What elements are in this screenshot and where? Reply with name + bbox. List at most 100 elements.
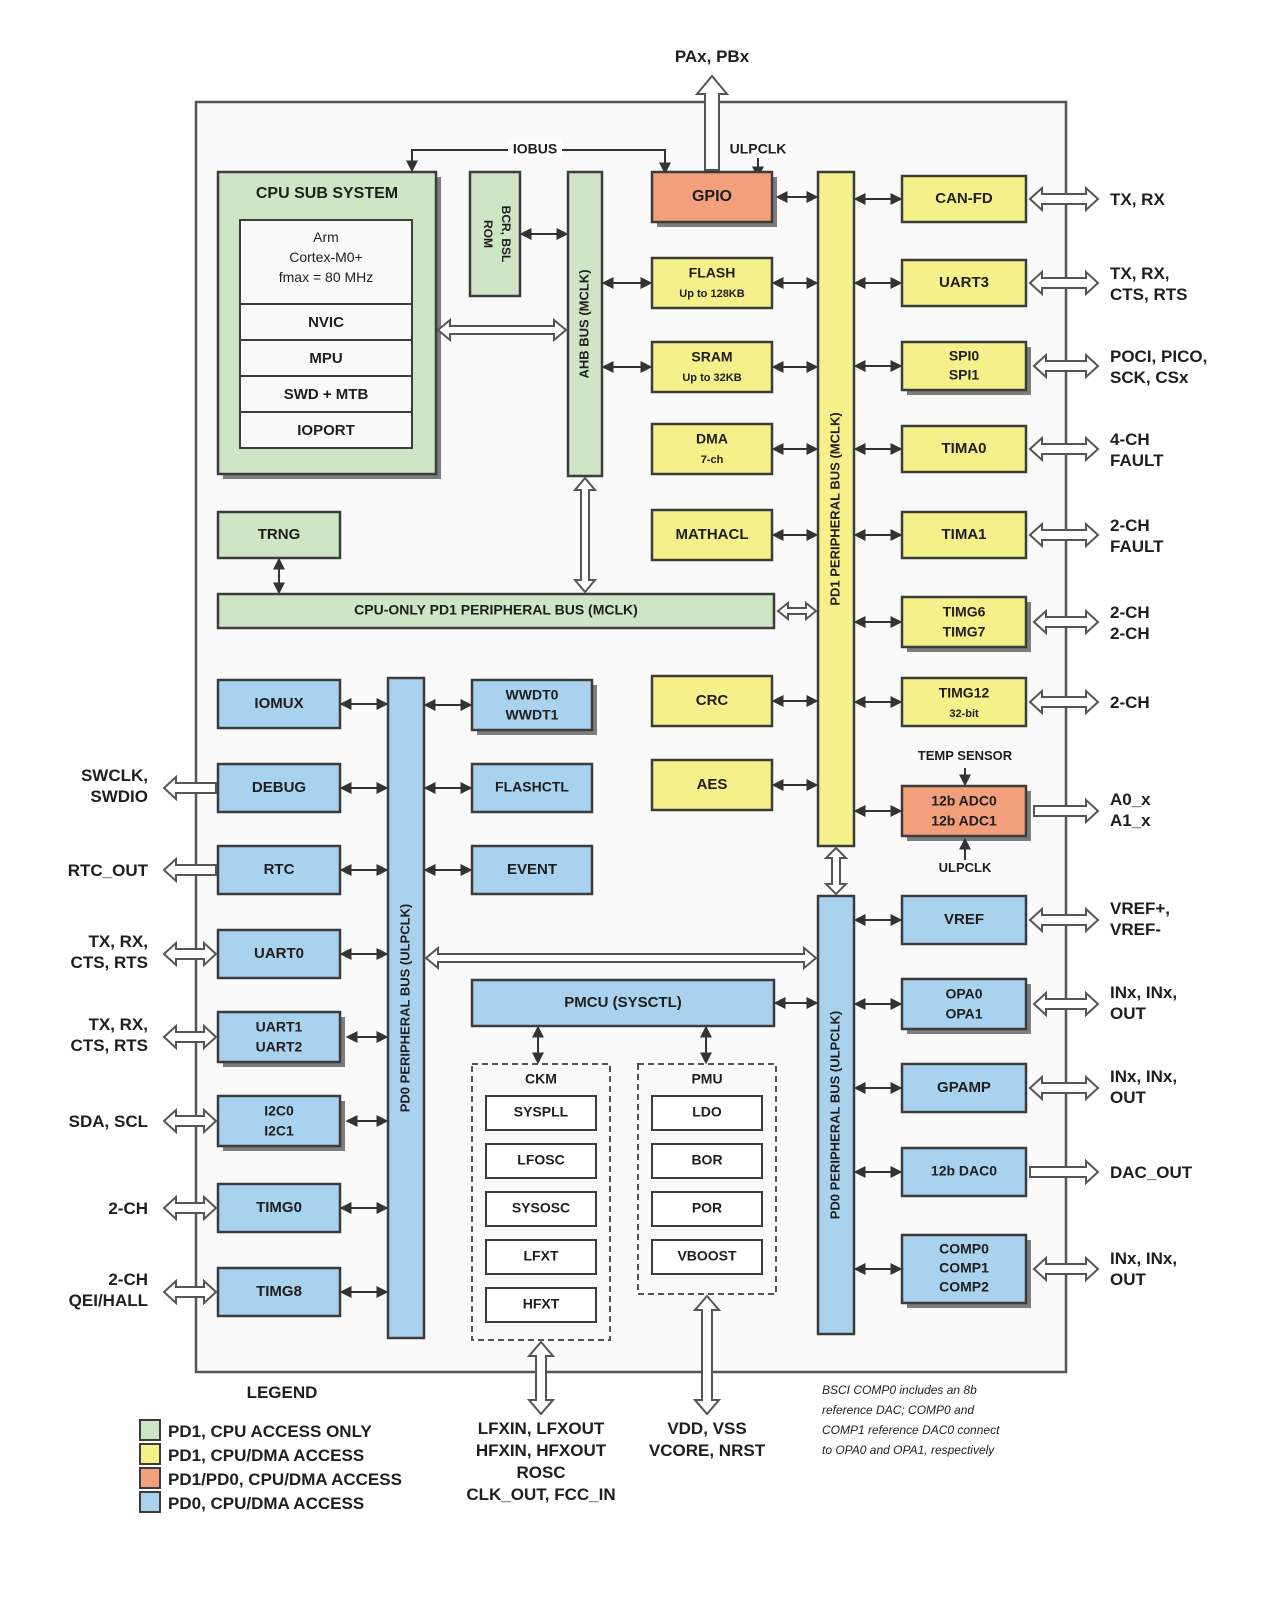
uart3-ext-2: CTS, RTS <box>1110 285 1187 304</box>
vref-block: VREF <box>900 894 1028 946</box>
tima0-ext-1: 4-CH <box>1110 430 1150 449</box>
comp1-label: COMP1 <box>939 1260 989 1276</box>
uart3-ext-arrow <box>1028 269 1100 297</box>
i2c-ext-arrow <box>162 1107 218 1135</box>
opa-ext-2: OUT <box>1110 1004 1147 1023</box>
i2c-ext: SDA, SCL <box>69 1112 148 1131</box>
ckm-title: CKM <box>525 1071 557 1087</box>
adc-ext-1: A0_x <box>1110 790 1151 809</box>
timg7-label: TIMG7 <box>943 624 986 640</box>
wwdt1-label: WWDT1 <box>506 707 559 723</box>
footnote-line1: BSCI COMP0 includes an 8b <box>822 1383 977 1397</box>
adc-ext-arrow <box>1033 797 1100 825</box>
dma-block: DMA 7-ch <box>650 422 774 476</box>
pd1-pd0-link <box>823 846 849 896</box>
gpamp-ext-1: INx, INx, <box>1110 1067 1177 1086</box>
timg0-ext-arrow <box>162 1194 218 1222</box>
opa-ext-1: INx, INx, <box>1110 983 1177 1002</box>
trng-block: TRNG <box>216 510 342 560</box>
gpamp-label: GPAMP <box>937 1079 991 1096</box>
uart3-ext-1: TX, RX, <box>1110 264 1170 283</box>
pmu-bor: BOR <box>691 1152 722 1168</box>
aes-label: AES <box>697 776 728 793</box>
dac-label: 12b DAC0 <box>931 1163 997 1179</box>
cpu-only-bus-label: CPU-ONLY PD1 PERIPHERAL BUS (MCLK) <box>354 602 638 618</box>
dac-block: 12b DAC0 <box>900 1146 1028 1198</box>
gpio-pins-arrow <box>694 74 730 171</box>
crc-label: CRC <box>696 692 729 709</box>
comp2-label: COMP2 <box>939 1279 989 1295</box>
uart0-ext-2: CTS, RTS <box>71 953 148 972</box>
uart2-label: UART2 <box>256 1039 303 1055</box>
rtc-label: RTC <box>264 861 295 878</box>
clk-pin-3: ROSC <box>516 1463 565 1482</box>
debug-ext-arrow <box>162 774 217 802</box>
comp-ext-1: INx, INx, <box>1110 1249 1177 1268</box>
gpamp-block: GPAMP <box>900 1062 1028 1114</box>
legend-swatch-green <box>139 1419 161 1441</box>
timg67-block: TIMG6 TIMG7 <box>900 595 1031 652</box>
adc-block: 12b ADC0 12b ADC1 <box>900 784 1031 841</box>
timg12-ext-arrow <box>1028 688 1100 716</box>
sram-block: SRAM Up to 32KB <box>650 340 774 394</box>
flash-size: Up to 128KB <box>679 288 744 300</box>
canfd-ext-arrow <box>1028 185 1100 213</box>
dac-ext-arrow <box>1029 1158 1100 1186</box>
uart12-ext-2: CTS, RTS <box>71 1036 148 1055</box>
pd0-right-bus-label: PD0 PERIPHERAL BUS (ULPCLK) <box>827 1011 842 1220</box>
gpamp-ext-2: OUT <box>1110 1088 1147 1107</box>
sram-size: Up to 32KB <box>682 372 741 384</box>
cpu-ahb-link <box>436 317 568 343</box>
timg67-ext-1: 2-CH <box>1110 603 1150 622</box>
spi1-label: SPI1 <box>949 367 980 383</box>
legend-swatch-yellow <box>139 1443 161 1465</box>
cpu-nvic: NVIC <box>308 314 344 331</box>
opa0-label: OPA0 <box>945 986 982 1002</box>
ahb-bus-label: AHB BUS (MCLK) <box>576 269 591 378</box>
rtc-ext: RTC_OUT <box>68 861 149 880</box>
uart12-block: UART1 UART2 <box>216 1010 345 1067</box>
pd1-bus-label: PD1 PERIPHERAL BUS (MCLK) <box>827 412 842 605</box>
footnote-line4: to OPA0 and OPA1, respectively <box>822 1443 995 1457</box>
gpio-pins-label: PAx, PBx <box>675 47 750 66</box>
event-label: EVENT <box>507 861 557 878</box>
cpu-subsystem: CPU SUB SYSTEM Arm Cortex-M0+ fmax = 80 … <box>216 170 441 479</box>
debug-label: DEBUG <box>252 779 306 796</box>
timg8-block: TIMG8 <box>216 1266 342 1318</box>
i2c-block: I2C0 I2C1 <box>216 1094 345 1151</box>
timg8-label: TIMG8 <box>256 1283 302 1300</box>
timg12-block: TIMG12 32-bit <box>900 676 1028 728</box>
timg8-ext-1: 2-CH <box>108 1270 148 1289</box>
ckm-lfxt: LFXT <box>524 1248 559 1264</box>
tima1-ext-1: 2-CH <box>1110 516 1150 535</box>
timg8-ext-2: QEI/HALL <box>69 1291 148 1310</box>
spi-block: SPI0 SPI1 <box>900 340 1031 395</box>
tima1-label: TIMA1 <box>942 526 987 543</box>
spi0-label: SPI0 <box>949 348 980 364</box>
gpamp-ext-arrow <box>1028 1074 1100 1102</box>
uart3-block: UART3 <box>900 258 1028 308</box>
wwdt0-label: WWDT0 <box>506 687 559 703</box>
canfd-block: CAN-FD <box>900 174 1028 224</box>
cpu-only-bus: CPU-ONLY PD1 PERIPHERAL BUS (MCLK) <box>216 592 776 630</box>
timg67-ext-arrow <box>1032 608 1100 636</box>
ahb-cpuonly-link <box>572 476 598 594</box>
rtc-ext-arrow <box>162 856 217 884</box>
legend-label-green: PD1, CPU ACCESS ONLY <box>168 1422 372 1441</box>
clk-pin-4: CLK_OUT, FCC_IN <box>466 1485 615 1504</box>
pd1-peripheral-bus: PD1 PERIPHERAL BUS (MCLK) <box>816 170 856 848</box>
cpu-ioport: IOPORT <box>297 422 355 439</box>
pwr-pin-2: VCORE, NRST <box>649 1441 766 1460</box>
legend-label-yellow: PD1, CPU/DMA ACCESS <box>168 1446 364 1465</box>
iobus-label-text: IOBUS <box>513 141 557 157</box>
tima1-block: TIMA1 <box>900 510 1028 560</box>
footnote-line3: COMP1 reference DAC0 connect <box>822 1423 1000 1437</box>
pd0-right-bus: PD0 PERIPHERAL BUS (ULPCLK) <box>816 894 856 1336</box>
temp-sensor-label: TEMP SENSOR <box>918 748 1013 763</box>
mathacl-block: MATHACL <box>650 508 774 562</box>
spi-ext-2: SCK, CSx <box>1110 368 1189 387</box>
timg0-label: TIMG0 <box>256 1199 302 1216</box>
legend-label-blue: PD0, CPU/DMA ACCESS <box>168 1494 364 1513</box>
uart0-ext-1: TX, RX, <box>88 932 148 951</box>
